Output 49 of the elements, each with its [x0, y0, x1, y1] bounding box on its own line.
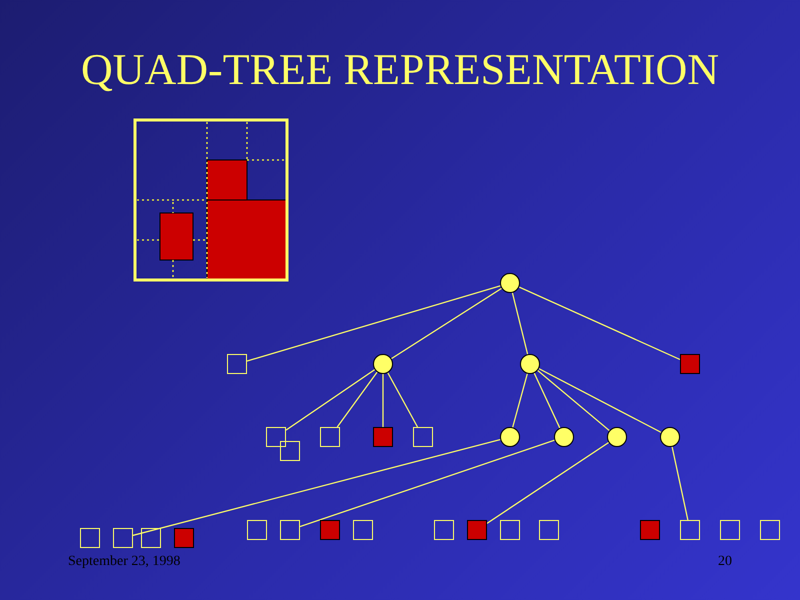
tree-link: [382, 374, 384, 427]
tree-link: [534, 372, 560, 428]
leaf-square: [467, 520, 487, 540]
tree-node-circle: [660, 427, 680, 447]
leaf-square: [80, 528, 100, 548]
leaf-square: [320, 520, 340, 540]
tree-link: [512, 292, 528, 354]
tree-node-circle: [500, 273, 520, 293]
leaf-square: [760, 520, 780, 540]
tree-link: [672, 446, 688, 520]
tree-node-circle: [373, 354, 393, 374]
tree-link: [300, 440, 555, 528]
leaf-square: [320, 427, 340, 447]
leaf-square: [539, 520, 559, 540]
leaf-square: [413, 427, 433, 447]
leaf-square: [434, 520, 454, 540]
tree-link: [391, 288, 502, 360]
tree-link: [518, 286, 680, 360]
tree-link: [486, 442, 609, 524]
tree-link: [512, 373, 528, 428]
leaf-square: [266, 427, 286, 447]
leaf-square: [227, 354, 247, 374]
leaf-square: [280, 441, 300, 461]
tree-link: [537, 370, 610, 432]
leaf-square: [640, 520, 660, 540]
leaf-square: [247, 520, 267, 540]
slide-title: QUAD-TREE REPRESENTATION: [80, 44, 720, 95]
tree-link: [286, 369, 376, 431]
leaf-square: [680, 354, 700, 374]
tree-link: [538, 368, 662, 433]
leaf-square: [113, 528, 133, 548]
tree-node-circle: [500, 427, 520, 447]
leaf-square: [680, 520, 700, 540]
leaf-square: [500, 520, 520, 540]
tree-node-circle: [520, 354, 540, 374]
page-number: 20: [718, 554, 732, 570]
tree-link: [246, 285, 501, 362]
leaf-square: [174, 528, 194, 548]
tree-link: [387, 372, 418, 428]
leaf-square: [141, 528, 161, 548]
leaf-square: [280, 520, 300, 540]
leaf-square: [353, 520, 373, 540]
leaf-square: [720, 520, 740, 540]
tree-link: [132, 438, 500, 536]
tree-link: [336, 372, 378, 428]
tree-node-circle: [554, 427, 574, 447]
tree-node-circle: [607, 427, 627, 447]
leaf-square: [373, 427, 393, 447]
date-text: September 23, 1998: [68, 554, 180, 570]
